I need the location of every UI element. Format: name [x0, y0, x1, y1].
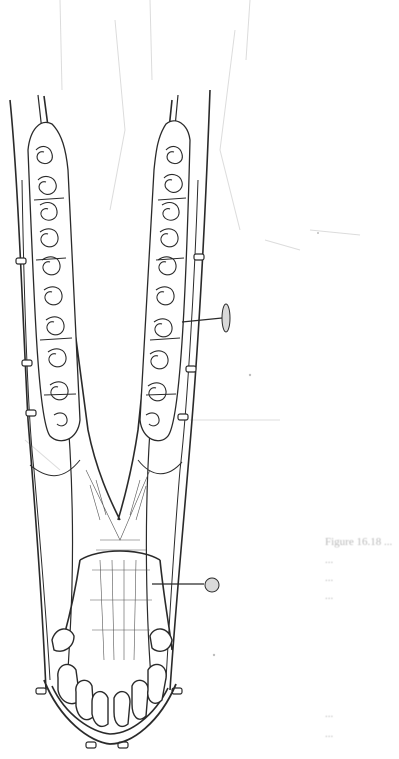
bleed-through-text-5: ...	[325, 708, 333, 720]
bleed-through-text-4: ...	[325, 590, 333, 602]
paper-specks	[213, 232, 319, 656]
callout-oval-marker	[222, 304, 230, 332]
symphysis-hatching	[86, 470, 152, 660]
bleed-through-text-3: ...	[325, 572, 333, 584]
callout-dot-marker	[205, 578, 219, 592]
right-cheek-teeth	[140, 121, 190, 441]
bleed-through-text-1: Figure 16.18 ...	[325, 536, 392, 548]
callout-leader-line	[182, 318, 222, 322]
bleed-through-text-2: ...	[325, 554, 333, 566]
callout-cheek-teeth	[182, 304, 230, 332]
bleed-through-text-6: ...	[325, 728, 333, 740]
left-cheek-teeth	[28, 122, 80, 440]
